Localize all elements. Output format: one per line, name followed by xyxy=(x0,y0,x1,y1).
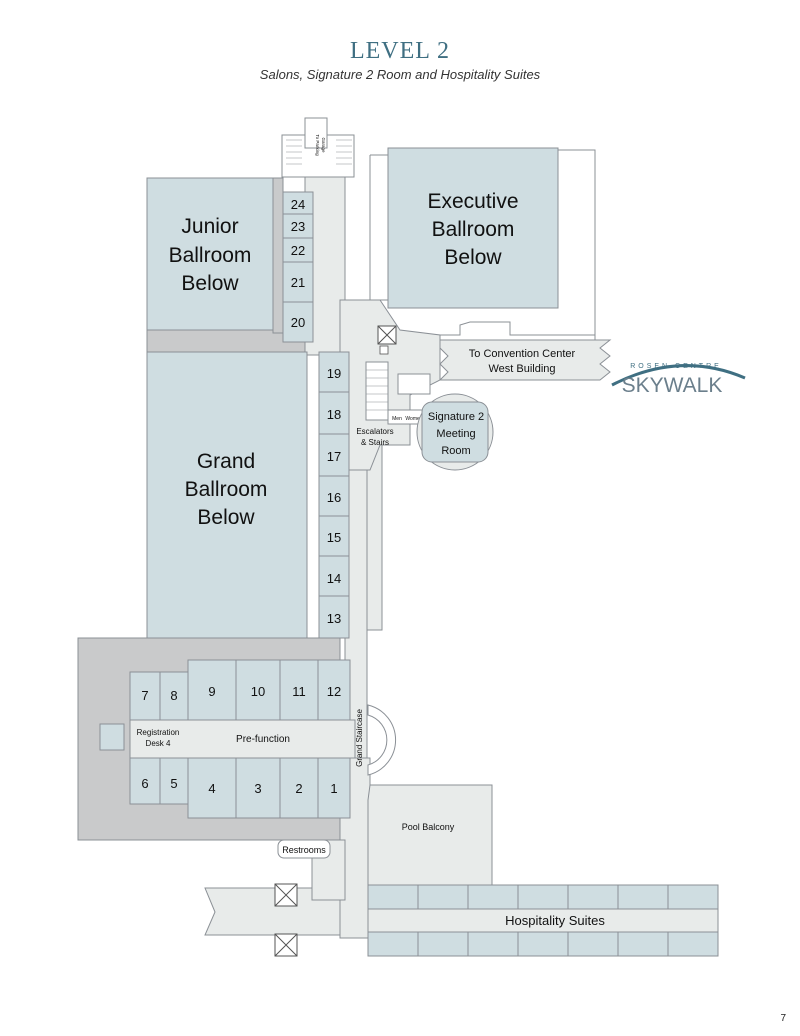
convention-link-label: To Convention Center xyxy=(469,348,576,360)
registration-desk-label-2: Desk 4 xyxy=(146,739,171,748)
pool-balcony xyxy=(367,784,493,886)
women-label: Women xyxy=(405,416,422,422)
salon-1: 1 xyxy=(330,781,337,796)
restrooms-box xyxy=(277,839,331,859)
men-label: Men xyxy=(392,416,402,422)
salon-13: 13 xyxy=(327,611,341,626)
junior-ballroom-label-3: Below xyxy=(181,272,239,295)
junior-ballroom-label-2: Ballroom xyxy=(169,244,252,267)
page-number: 7 xyxy=(780,1013,786,1024)
lower-elevator-icons xyxy=(274,883,298,957)
junior-ballroom xyxy=(146,177,274,331)
escalator-steps xyxy=(366,369,388,411)
hospitality-suites-label: Hospitality Suites xyxy=(505,913,605,928)
elevator-icon-cross xyxy=(377,325,397,345)
hospitality-suites xyxy=(367,884,719,957)
salon-9: 9 xyxy=(208,684,215,699)
salon-12: 12 xyxy=(327,684,341,699)
page-subtitle: Salons, Signature 2 Room and Hospitality… xyxy=(259,67,541,82)
salons-upper-left xyxy=(282,191,314,343)
parking-garage-label-2: Garage xyxy=(321,137,326,153)
skywalk-wordmark: SKYWALK xyxy=(622,374,723,397)
page-title: LEVEL 2 xyxy=(349,38,451,64)
signature-room-label: Signature 2 xyxy=(428,411,484,423)
salon-22: 22 xyxy=(291,243,305,258)
salon-18: 18 xyxy=(327,407,341,422)
registration-desk-label: Registration xyxy=(137,728,180,737)
salon-24: 24 xyxy=(291,197,305,212)
salon-11: 11 xyxy=(292,684,306,699)
parking-garage-label: To Parking xyxy=(315,134,320,156)
escalators-label: Escalators xyxy=(356,427,393,436)
executive-ballroom xyxy=(387,147,559,309)
salons-east-column xyxy=(318,351,350,639)
salon-2: 2 xyxy=(295,781,302,796)
convention-link-label-2: West Building xyxy=(488,363,555,375)
salon-20: 20 xyxy=(291,315,305,330)
salon-5: 5 xyxy=(170,776,177,791)
skywalk-logo: ROSEN CENTRE SKYWALK xyxy=(611,363,746,397)
accessible-icon xyxy=(379,345,389,355)
salon-7: 7 xyxy=(141,688,148,703)
convention-bridge xyxy=(438,339,612,381)
salon-3: 3 xyxy=(254,781,261,796)
grand-staircase-label: Grand Staircase xyxy=(355,709,364,767)
salon-8: 8 xyxy=(170,688,177,703)
salon-10: 10 xyxy=(251,684,265,699)
parking-stairs xyxy=(281,117,355,178)
salon-15: 15 xyxy=(327,530,341,545)
prefunction-label: Pre-function xyxy=(236,734,290,745)
escalator-block xyxy=(365,361,389,421)
escalators-label-2: & Stairs xyxy=(361,438,389,447)
elevator-lobby-box xyxy=(397,373,431,395)
grand-ballroom-label: Grand xyxy=(197,450,255,473)
signature-room-label-3: Room xyxy=(441,445,470,457)
salon-4: 4 xyxy=(208,781,215,796)
skywalk-arc-text: ROSEN CENTRE xyxy=(630,363,722,370)
salon-6: 6 xyxy=(141,776,148,791)
pool-balcony-label: Pool Balcony xyxy=(402,822,455,832)
salon-21: 21 xyxy=(291,275,305,290)
executive-ballroom-label-3: Below xyxy=(444,246,502,269)
executive-ballroom-label-2: Ballroom xyxy=(432,218,515,241)
registration-desk-box xyxy=(99,723,125,751)
salon-16: 16 xyxy=(327,490,341,505)
salon-14: 14 xyxy=(327,571,341,586)
grand-ballroom xyxy=(146,351,308,639)
salon-17: 17 xyxy=(327,449,341,464)
executive-ballroom-label: Executive xyxy=(427,190,518,213)
signature-room-label-2: Meeting xyxy=(436,428,475,440)
salons-bottom-row xyxy=(129,757,351,819)
junior-side-backspace xyxy=(272,177,284,334)
grand-ballroom-label-2: Ballroom xyxy=(185,478,268,501)
salon-19: 19 xyxy=(327,366,341,381)
grand-ballroom-label-3: Below xyxy=(197,506,255,529)
grand-staircase xyxy=(367,704,397,776)
junior-ballroom-label: Junior xyxy=(181,215,238,238)
restrooms-label: Restrooms xyxy=(282,845,326,855)
salons-top-row xyxy=(129,659,351,721)
convention-outline xyxy=(440,321,595,336)
salon-23: 23 xyxy=(291,219,305,234)
signature-room xyxy=(416,393,494,471)
